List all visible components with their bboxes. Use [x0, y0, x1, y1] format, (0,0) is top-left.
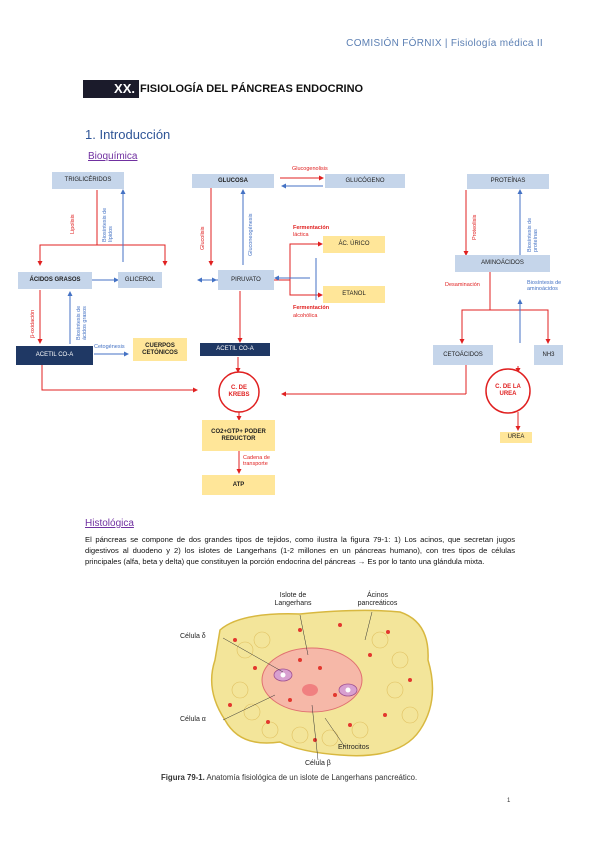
box-cetoacidos: CETOÁCIDOS — [433, 345, 493, 365]
document-header: COMISIÓN FÓRNIX | Fisiología médica II — [346, 38, 543, 49]
box-acetil-coa-1: ACETIL CO-A — [16, 346, 93, 365]
box-trigliceridos: TRIGLICÉRIDOS — [52, 172, 124, 189]
label-fermentacion-alcoholica: Fermentación — [293, 305, 330, 311]
box-cuerpos-cetonicos: CUERPOS CETÓNICOS — [133, 338, 187, 361]
label-krebs: C. DE KREBS — [228, 384, 250, 398]
label-desaminacion: Desaminación — [445, 282, 480, 288]
urea-cycle-circle — [485, 368, 531, 414]
box-co2-gtp: CO2+GTP+ PODER REDUCTOR — [202, 420, 275, 451]
label-islote: Islote de Langerhans — [274, 592, 312, 607]
figure-caption-number: Figura 79-1. — [161, 773, 205, 782]
label-celula-delta: Célula δ — [180, 633, 206, 640]
box-etanol: ETANOL — [323, 286, 385, 303]
page-number: 1 — [507, 798, 511, 804]
label-lactica: láctica — [293, 232, 309, 238]
krebs-cycle-circle — [218, 371, 260, 413]
label-urea-cycle: C. DE LA UREA — [495, 384, 521, 397]
box-glicerol: GLICEROL — [118, 272, 162, 288]
chapter-bar: XX. — [83, 80, 139, 98]
label-celula-beta: Célula β — [305, 760, 331, 767]
label-acinos: Ácinos pancreáticos — [357, 592, 398, 607]
box-acidos-grasos: ÁCIDOS GRASOS — [18, 272, 92, 289]
label-celula-alfa: Célula α — [180, 716, 206, 723]
figure-caption-text: Anatomía fisiológica de un islote de Lan… — [206, 773, 418, 782]
label-cetogenesis: Cetogénesis — [94, 344, 125, 350]
section-title: 1. Introducción — [85, 127, 171, 142]
histology-paragraph: El páncreas se compone de dos grandes ti… — [85, 535, 515, 567]
box-glucosa: GLUCOSA — [192, 174, 274, 188]
box-atp: ATP — [202, 475, 275, 495]
chapter-title: FISIOLOGÍA DEL PÁNCREAS ENDOCRINO — [140, 83, 364, 95]
subsection-bioquimica: Bioquímica — [88, 151, 138, 162]
box-urea: UREA — [500, 432, 532, 443]
box-glucogeno: GLUCÓGENO — [325, 174, 405, 188]
label-eritrocitos: Eritrocitos — [338, 744, 370, 751]
figure-caption: Figura 79-1. Anatomía fisiológica de un … — [161, 773, 461, 782]
label-cadena-transporte: Cadena de transporte — [243, 455, 270, 467]
label-alcoholica: alcohólica — [293, 313, 318, 319]
box-acido-urico: ÁC. ÚRICO — [323, 236, 385, 253]
box-acetil-coa-2: ACETIL CO-A — [200, 343, 270, 356]
box-piruvato: PIRUVATO — [218, 270, 274, 290]
box-proteinas: PROTEÍNAS — [467, 174, 549, 189]
subsection-histologica: Histológica — [85, 518, 134, 529]
label-glucogenolisis: Glucogenolisis — [292, 166, 328, 172]
box-aminoacidos: AMINOÁCIDOS — [455, 255, 550, 272]
label-fermentacion-lactica: Fermentación — [293, 225, 330, 231]
label-biosintesis-aminoacidos: Biosíntesis de aminoácidos — [527, 280, 562, 292]
chapter-number: XX. — [114, 81, 135, 96]
box-nh3: NH3 — [534, 345, 563, 365]
